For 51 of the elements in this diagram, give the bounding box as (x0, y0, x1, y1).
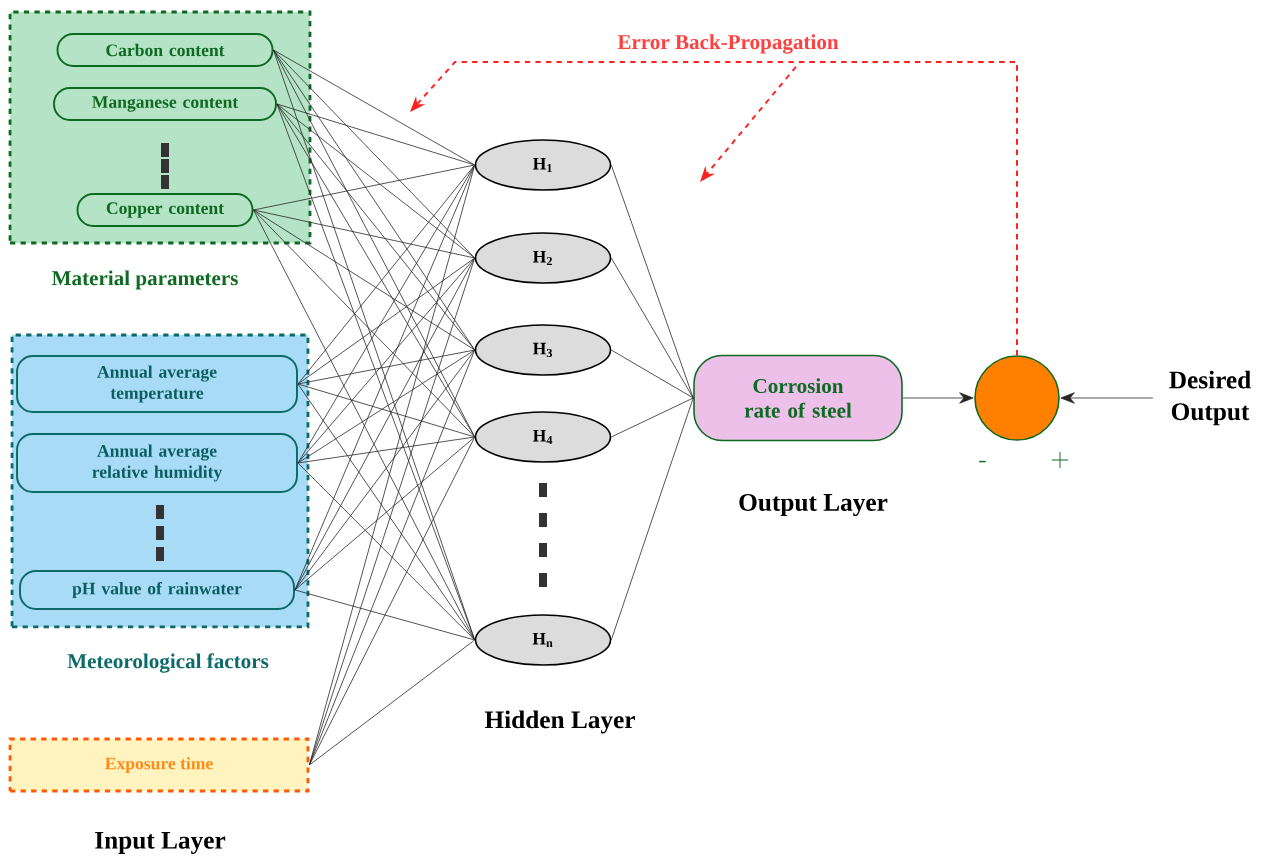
input-box: Annual average temperature (16, 355, 298, 413)
input-box: Exposure time (8, 737, 310, 793)
connection-line (297, 349, 476, 464)
connection-line (610, 397, 694, 641)
connection-line (309, 639, 476, 766)
layer-label: Input Layer (95, 832, 226, 854)
sign-text: + (1051, 451, 1069, 469)
output-text: Desired Output (1169, 370, 1251, 426)
connection-line (610, 349, 694, 399)
connection-line (610, 257, 694, 399)
group-heading: Meteorological factors (67, 653, 269, 673)
connection-line (276, 103, 476, 259)
layer-label: Hidden Layer (484, 710, 636, 734)
connection-line (253, 209, 476, 351)
input-box: Manganese content (53, 87, 277, 121)
connection-line (297, 349, 476, 385)
connection-line (309, 257, 476, 766)
connection-line (294, 164, 476, 591)
connection-line (294, 436, 476, 591)
output-box: Corrosion rate of steel (693, 354, 903, 442)
connection-line (253, 209, 476, 438)
connection-line (253, 209, 476, 259)
group-heading: Material parameters (52, 270, 238, 290)
connection-line (253, 164, 476, 211)
input-box: Annual average relative humidity (16, 433, 298, 493)
connection-line (276, 103, 476, 438)
layer-label: Output Layer (739, 493, 888, 517)
label-text: Error Back-Propagation (617, 34, 839, 54)
input-box: Copper content (76, 193, 254, 227)
connection-line (297, 436, 476, 464)
connection-line (294, 349, 476, 591)
connection-line (297, 257, 476, 464)
connection-line (276, 103, 476, 351)
input-box: Carbon content (56, 33, 274, 67)
connection-line (297, 462, 476, 641)
connection-line (297, 257, 476, 385)
connection-line (294, 589, 476, 641)
input-box: pH value of rainwater (19, 570, 295, 610)
connection-line (273, 49, 476, 166)
connection-line (273, 49, 476, 351)
connection-line (276, 103, 476, 166)
connection-line (253, 209, 476, 641)
sign-text: - (979, 460, 986, 463)
connection-line (309, 436, 476, 766)
arrow (1060, 392, 1154, 404)
feedback-arrow (700, 61, 1018, 357)
arrow (902, 392, 974, 404)
connection-line (610, 397, 694, 438)
connection-line (297, 383, 476, 438)
connection-line (297, 164, 476, 385)
connection-line (297, 383, 476, 641)
